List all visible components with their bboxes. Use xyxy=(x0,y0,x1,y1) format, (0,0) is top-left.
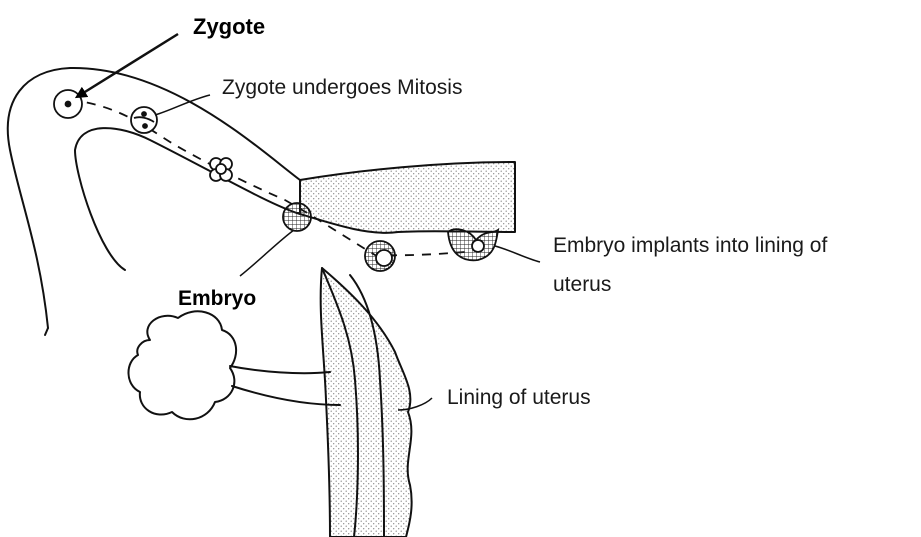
implanting-embryo xyxy=(448,229,498,260)
ovary xyxy=(128,311,236,419)
four-cell-stage xyxy=(210,158,232,181)
ovarian-ligament-lower xyxy=(232,386,340,405)
blastocyst-stage xyxy=(365,241,395,271)
implant-leader xyxy=(495,246,540,262)
zygote-arrow-line xyxy=(80,34,178,95)
fallopian-tube-inner xyxy=(75,128,300,270)
embryo-leader xyxy=(240,230,294,276)
label-implant-line1: Embryo implants into lining of xyxy=(553,234,827,258)
label-embryo: Embryo xyxy=(178,287,256,311)
zygote-cell xyxy=(54,90,82,118)
lining-wall-region xyxy=(321,268,412,537)
label-implant-line2: uterus xyxy=(553,273,611,297)
label-mitosis: Zygote undergoes Mitosis xyxy=(222,76,462,100)
lining-upper-region xyxy=(300,162,515,233)
two-cell-stage xyxy=(131,107,157,133)
label-zygote: Zygote xyxy=(193,14,265,40)
fimbria-line xyxy=(45,328,48,335)
label-lining: Lining of uterus xyxy=(447,386,591,410)
ovarian-ligament-upper xyxy=(230,366,330,373)
morula-stage xyxy=(283,203,311,231)
